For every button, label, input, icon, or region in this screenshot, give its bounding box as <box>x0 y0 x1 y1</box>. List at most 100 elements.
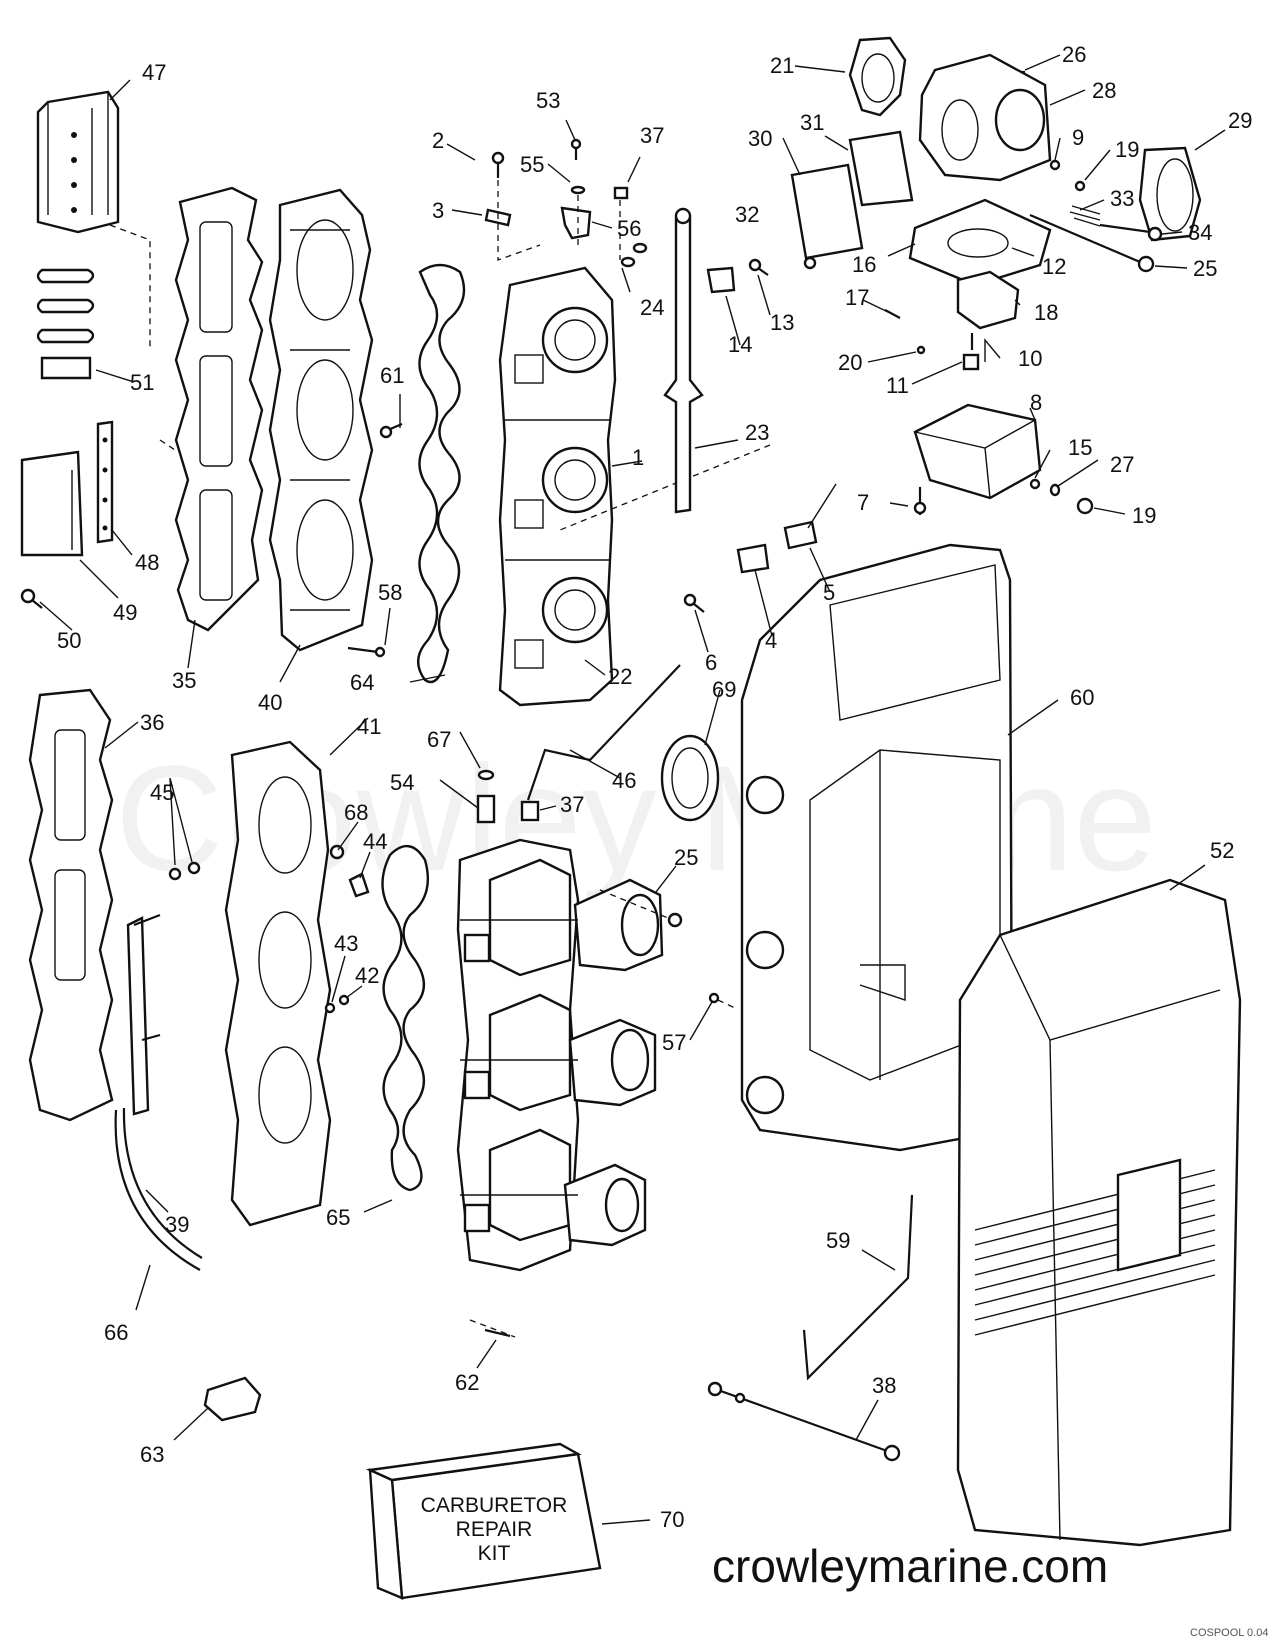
callout-52: 52 <box>1210 838 1234 863</box>
part-67-o-ring <box>477 769 495 781</box>
callout-16: 16 <box>852 252 876 277</box>
callout-49: 49 <box>113 600 137 625</box>
part-47-reed-cover <box>36 90 120 234</box>
callout-50: 50 <box>57 628 81 653</box>
callout-48: 48 <box>135 550 159 575</box>
part-64-manifold-gasket <box>417 263 466 684</box>
part-20-screw <box>916 345 926 355</box>
part-4-pad <box>736 543 770 574</box>
callout-28: 28 <box>1092 78 1116 103</box>
part-25-pin <box>599 889 683 928</box>
callout-18: 18 <box>1034 300 1058 325</box>
callout-58: 58 <box>378 580 402 605</box>
part-57-screw <box>708 992 736 1009</box>
callout-65: 65 <box>326 1205 350 1230</box>
part-19-plug <box>1074 180 1086 192</box>
part-51-reed-petals <box>36 268 95 380</box>
callout-22: 22 <box>608 664 632 689</box>
callout-3: 3 <box>432 198 444 223</box>
drawing-code: COSPOOL 0.04 <box>1190 1627 1268 1639</box>
part-28-fuel-pump-housing <box>918 53 1052 182</box>
part-23-fuel-rail <box>663 207 704 514</box>
part-29-ring <box>1138 146 1202 242</box>
callout-47: 47 <box>142 60 166 85</box>
callout-32: 32 <box>735 202 759 227</box>
callout-20: 20 <box>838 350 862 375</box>
callout-leader-lines <box>39 54 1226 1525</box>
callout-29: 29 <box>1228 108 1252 133</box>
callout-2: 2 <box>432 128 444 153</box>
callout-7: 7 <box>857 490 869 515</box>
part-40-intake-manifold <box>268 188 374 652</box>
part-66-hose <box>114 1107 203 1271</box>
callout-70: 70 <box>660 1507 684 1532</box>
part-54-spacer <box>476 794 496 824</box>
callout-19a: 19 <box>1115 137 1139 162</box>
callout-8: 8 <box>1030 390 1042 415</box>
callout-67: 67 <box>427 727 451 752</box>
part-5-pad <box>783 520 818 550</box>
callout-37a: 37 <box>640 123 664 148</box>
callout-1: 1 <box>632 445 644 470</box>
part-11-seat <box>962 353 980 371</box>
part-69-ring <box>660 734 720 822</box>
part-65-gasket <box>381 845 429 1192</box>
part-43-fitting <box>324 1002 336 1014</box>
callout-30: 30 <box>748 126 772 151</box>
part-16-gasket <box>908 198 1052 287</box>
part-35-gasket <box>174 186 264 632</box>
callout-25b: 25 <box>674 845 698 870</box>
callout-42: 42 <box>355 963 379 988</box>
kit-box-label-line-3: KIT <box>478 1542 511 1565</box>
part-68-washer <box>329 844 345 860</box>
part-33-spring <box>1069 205 1101 227</box>
part-38-link-rod <box>707 1381 901 1462</box>
callout-55: 55 <box>520 152 544 177</box>
callout-37b: 37 <box>560 792 584 817</box>
callout-13: 13 <box>770 310 794 335</box>
callout-60: 60 <box>1070 685 1094 710</box>
part-37-nut <box>613 186 629 200</box>
callout-38: 38 <box>872 1373 896 1398</box>
part-8-float-bowl <box>913 403 1042 500</box>
website-url: crowleymarine.com <box>712 1540 1108 1592</box>
part-49-reed-plate <box>20 450 84 557</box>
callout-12: 12 <box>1042 254 1066 279</box>
callout-31: 31 <box>800 110 824 135</box>
part-53-screw <box>570 138 582 160</box>
part-13-screw <box>748 258 769 276</box>
callout-61: 61 <box>380 363 404 388</box>
callout-57: 57 <box>662 1030 686 1055</box>
part-21-gasket <box>848 36 907 117</box>
callout-26: 26 <box>1062 42 1086 67</box>
part-1-carburetor-body <box>498 266 617 707</box>
callout-23: 23 <box>745 420 769 445</box>
callout-41: 41 <box>357 714 381 739</box>
part-63-clip <box>203 1376 262 1422</box>
callout-45: 45 <box>150 780 174 805</box>
part-6-screw <box>683 593 705 613</box>
part-36-gasket <box>28 688 114 1122</box>
callout-25a: 25 <box>1193 256 1217 281</box>
part-45-fittings <box>168 861 201 881</box>
part-27-washer <box>1049 483 1061 497</box>
callout-6: 6 <box>705 650 717 675</box>
part-59-bracket <box>802 1194 914 1381</box>
part-24-washers <box>620 242 648 268</box>
callout-4: 4 <box>765 628 777 653</box>
part-62-screw <box>469 1319 516 1338</box>
part-31-plate <box>848 130 914 207</box>
callout-66: 66 <box>104 1320 128 1345</box>
callout-34: 34 <box>1188 220 1212 245</box>
part-14-bracket <box>706 266 736 294</box>
callout-numbers: 1 2 3 4 5 6 7 8 9 10 11 12 13 14 15 16 1… <box>57 42 1252 1532</box>
callout-17: 17 <box>845 285 869 310</box>
callout-21: 21 <box>770 53 794 78</box>
callout-43: 43 <box>334 931 358 956</box>
part-19-drain-plug <box>1076 497 1094 515</box>
callout-9: 9 <box>1072 125 1084 150</box>
part-carburetor-assembly <box>456 838 664 1272</box>
part-39-hose-fitting <box>126 913 161 1116</box>
callout-46: 46 <box>612 768 636 793</box>
